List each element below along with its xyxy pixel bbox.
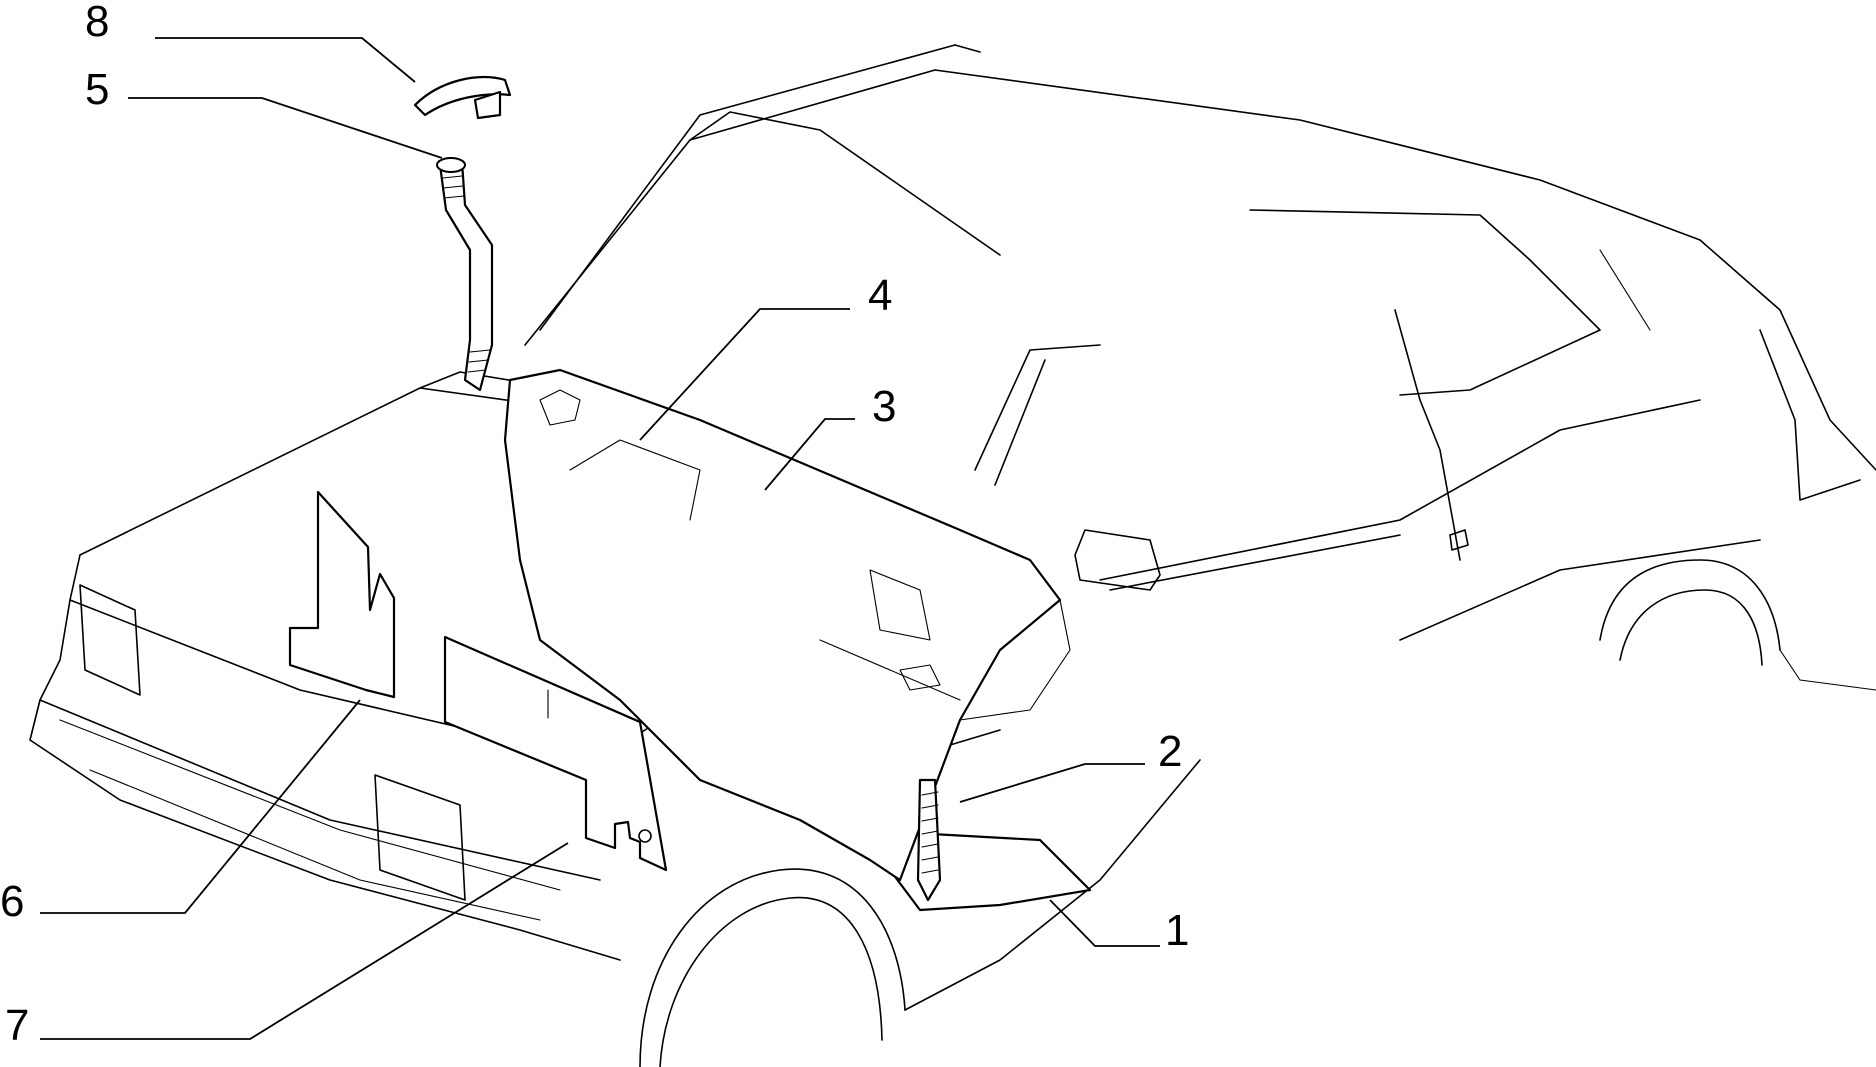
callout-6: 6 [0,877,24,926]
leader-7 [40,842,569,1040]
callout-2: 2 [1158,727,1182,776]
callout-1: 1 [1165,906,1189,955]
leader-1 [1049,899,1160,947]
callout-4: 4 [868,271,892,320]
callout-8: 8 [85,0,109,46]
part-4-panel [503,368,1071,882]
leader-6 [40,699,361,914]
callout-5: 5 [85,65,109,114]
part-5-filler-pipe [436,157,494,392]
part-7-panel [443,635,668,872]
leader-8 [155,37,416,83]
leader-4 [639,308,850,441]
part-8-clip [413,75,512,120]
leader-2 [959,763,1145,803]
callout-7: 7 [5,1001,29,1050]
leader-lines [40,37,1160,1040]
callout-3: 3 [872,382,896,431]
part-2-bolt [916,778,942,902]
leader-3 [764,418,855,491]
part-6-panel [288,490,396,699]
leader-5 [128,97,443,159]
